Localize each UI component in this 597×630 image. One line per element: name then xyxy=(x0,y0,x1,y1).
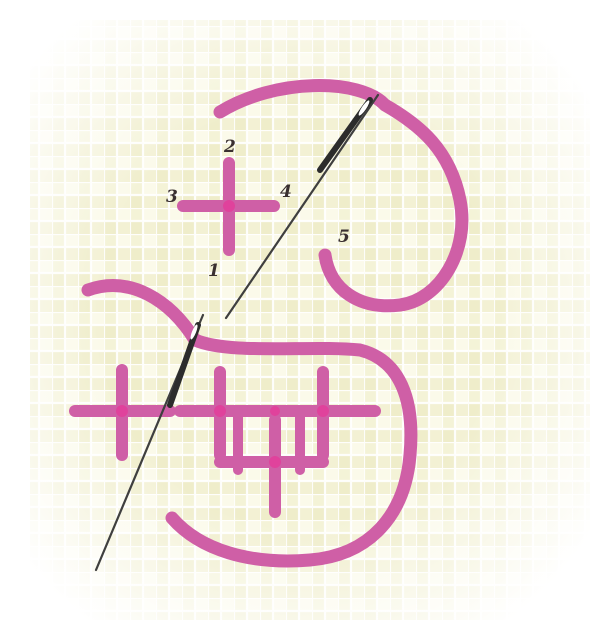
step-label-2: 2 xyxy=(223,137,236,157)
step-label-3: 3 xyxy=(166,187,178,207)
step-label-1: 1 xyxy=(208,261,220,281)
step-label-5: 5 xyxy=(338,227,350,247)
step-label-4: 4 xyxy=(280,182,292,202)
